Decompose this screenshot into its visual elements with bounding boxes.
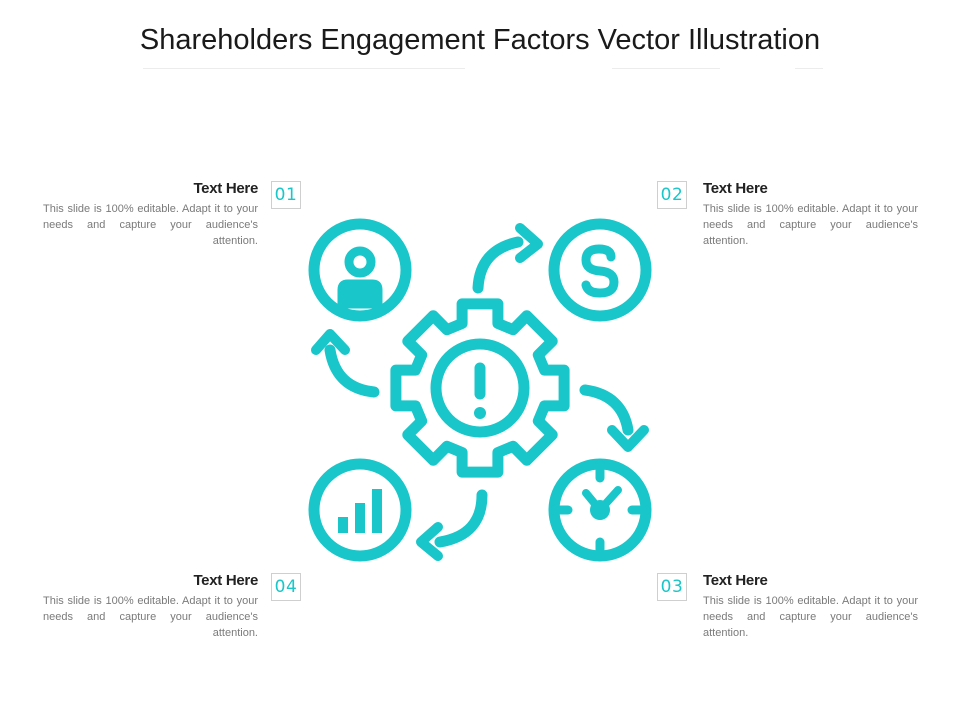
item-block-02: Text Here This slide is 100% editable. A… bbox=[703, 180, 918, 249]
item-heading: Text Here bbox=[193, 572, 258, 589]
arrow-gear-to-chart-icon bbox=[416, 489, 488, 561]
item-number-badge: 02 bbox=[657, 181, 687, 209]
gear-exclamation-icon bbox=[390, 298, 570, 478]
title-divider bbox=[612, 68, 720, 69]
item-body: This slide is 100% editable. Adapt it to… bbox=[43, 595, 258, 639]
title-divider bbox=[795, 68, 823, 69]
item-number-badge: 04 bbox=[271, 573, 301, 601]
item-body: This slide is 100% editable. Adapt it to… bbox=[703, 203, 918, 247]
title-divider bbox=[143, 68, 465, 69]
arrow-gear-to-dollar-icon bbox=[472, 223, 543, 294]
bar-chart-icon bbox=[308, 458, 412, 562]
arrow-gear-to-user-icon bbox=[311, 329, 380, 398]
item-body: This slide is 100% editable. Adapt it to… bbox=[703, 595, 918, 639]
item-heading: Text Here bbox=[193, 180, 258, 197]
arrow-gear-to-clock-icon bbox=[579, 384, 649, 452]
user-icon bbox=[308, 218, 412, 322]
dollar-icon bbox=[548, 218, 652, 322]
item-number-badge: 01 bbox=[271, 181, 301, 209]
item-block-03: Text Here This slide is 100% editable. A… bbox=[703, 572, 918, 641]
item-block-04: Text Here This slide is 100% editable. A… bbox=[43, 572, 258, 641]
item-body: This slide is 100% editable. Adapt it to… bbox=[43, 203, 258, 247]
item-number-badge: 03 bbox=[657, 573, 687, 601]
page-title: Shareholders Engagement Factors Vector I… bbox=[139, 24, 821, 56]
item-heading: Text Here bbox=[703, 572, 768, 589]
item-block-01: Text Here This slide is 100% editable. A… bbox=[43, 180, 258, 249]
clock-icon bbox=[548, 458, 652, 562]
item-heading: Text Here bbox=[703, 180, 768, 197]
